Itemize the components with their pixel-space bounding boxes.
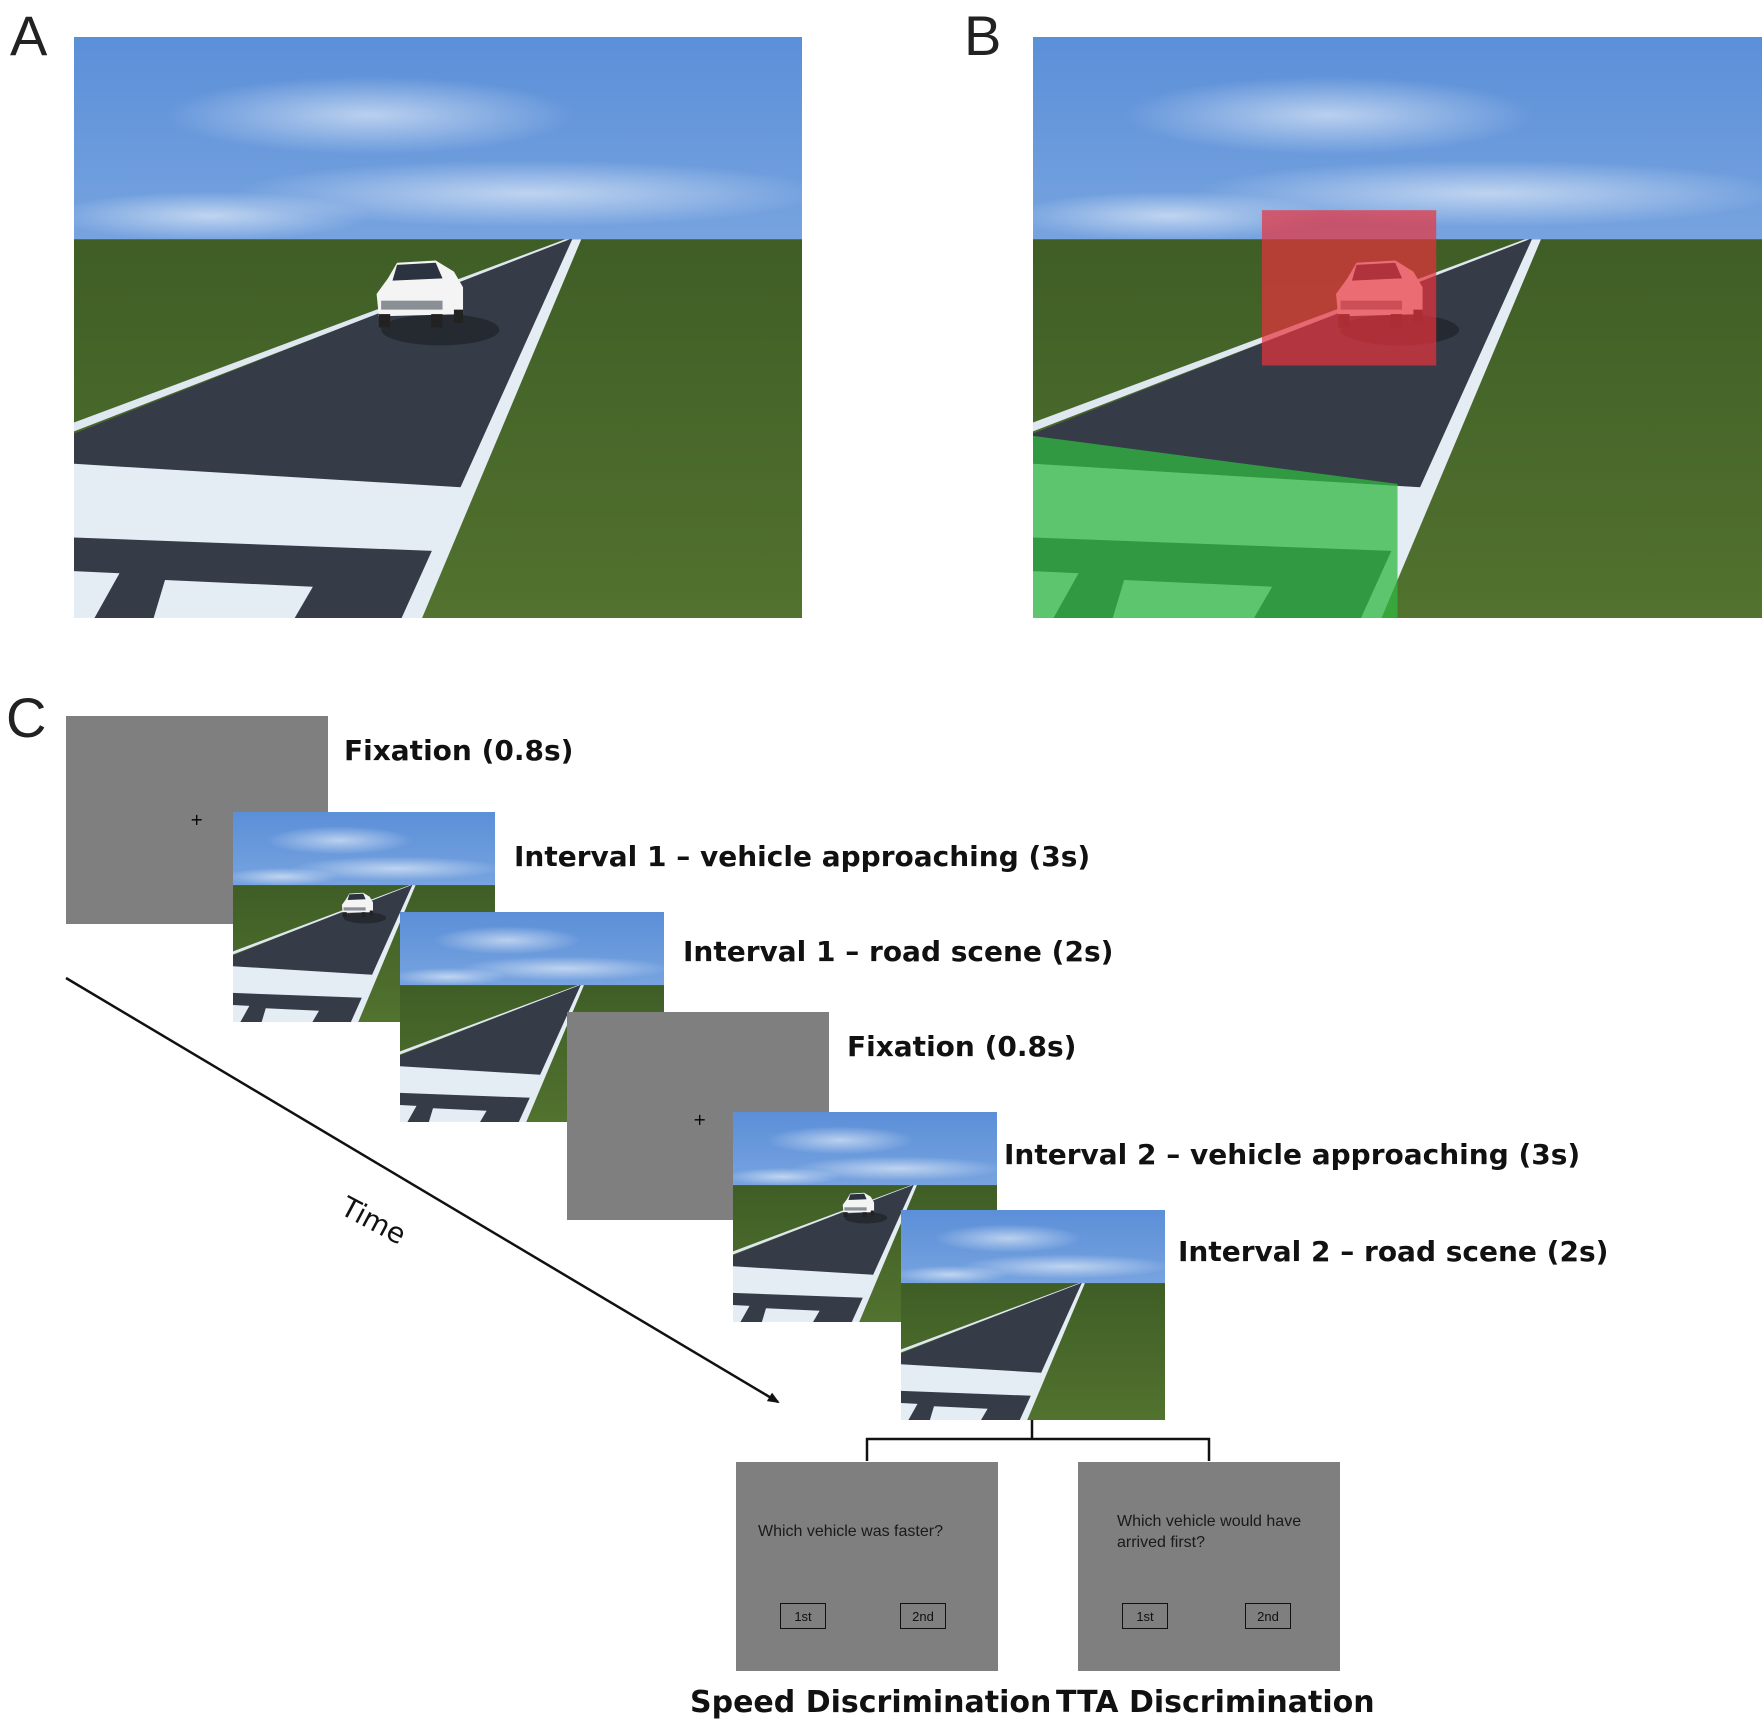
road-scene-regions-of-interest xyxy=(1033,37,1762,618)
time-arrow xyxy=(65,976,780,1404)
panel-label-a: A xyxy=(10,4,48,67)
ground-region-overlay xyxy=(1033,435,1398,618)
speed-response-screen: Which vehicle was faster? 1st 2nd xyxy=(736,1462,998,1671)
speed-first-button[interactable]: 1st xyxy=(780,1603,826,1629)
speed-second-button[interactable]: 2nd xyxy=(900,1603,946,1629)
fixation-cross: + xyxy=(190,810,204,829)
label-interval1-road: Interval 1 – road scene (2s) xyxy=(683,935,1114,968)
label-interval1-vehicle: Interval 1 – vehicle approaching (3s) xyxy=(514,840,1091,873)
tta-question: Which vehicle would have arrived first? xyxy=(1117,1513,1302,1551)
tta-second-button[interactable]: 2nd xyxy=(1245,1603,1291,1629)
panel-label-c: C xyxy=(6,686,47,749)
speed-question: Which vehicle was faster? xyxy=(758,1523,943,1540)
tta-response-screen: Which vehicle would have arrived first? … xyxy=(1078,1462,1340,1671)
tta-first-button[interactable]: 1st xyxy=(1122,1603,1168,1629)
label-fixation-2: Fixation (0.8s) xyxy=(847,1030,1077,1063)
fixation-cross: + xyxy=(693,1110,707,1129)
panel-label-b: B xyxy=(964,4,1002,67)
label-interval2-road: Interval 2 – road scene (2s) xyxy=(1178,1235,1609,1268)
vehicle-region-overlay xyxy=(1261,210,1437,366)
label-interval2-vehicle: Interval 2 – vehicle approaching (3s) xyxy=(1004,1138,1581,1171)
label-fixation-1: Fixation (0.8s) xyxy=(344,734,574,767)
speed-discrimination-label: Speed Discrimination xyxy=(690,1685,1052,1720)
tta-discrimination-label: TTA Discrimination xyxy=(1056,1685,1375,1720)
